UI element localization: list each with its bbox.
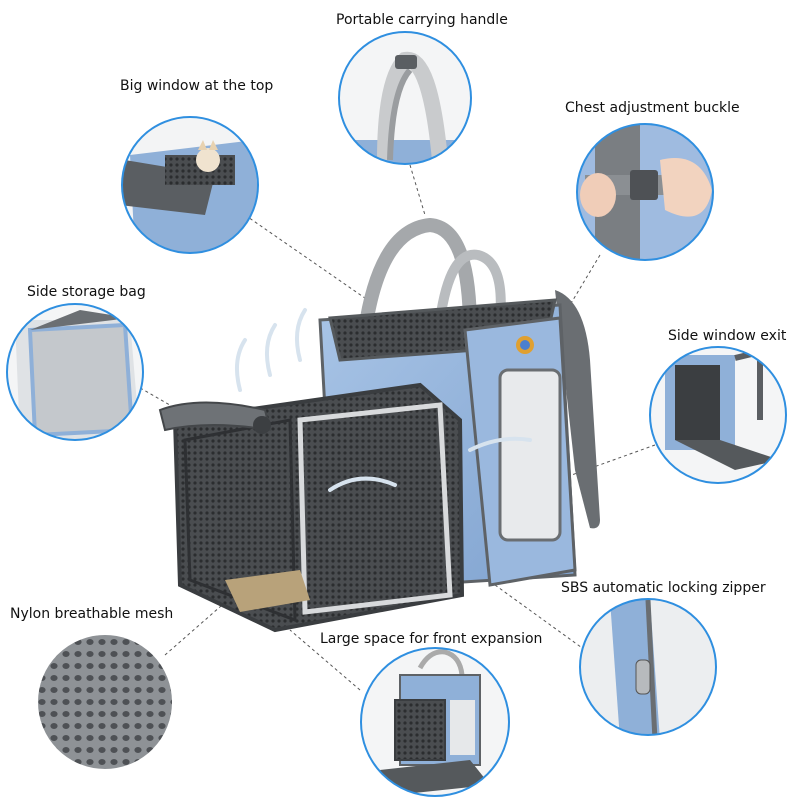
label-side-window: Side window exit xyxy=(668,328,787,344)
callout-circle-front-expansion xyxy=(360,647,510,797)
label-mesh: Nylon breathable mesh xyxy=(10,606,174,622)
label-front-expansion: Large space for front expansion xyxy=(320,631,543,647)
label-side-storage: Side storage bag xyxy=(27,284,146,300)
label-chest-buckle: Chest adjustment buckle xyxy=(565,100,740,116)
callout-circle-side-storage xyxy=(6,303,144,441)
callout-circle-zipper xyxy=(579,598,717,736)
label-portable-handle: Portable carrying handle xyxy=(336,12,508,28)
callout-circle-side-window xyxy=(649,346,787,484)
main-bag xyxy=(158,217,600,633)
label-zipper: SBS automatic locking zipper xyxy=(561,580,766,596)
label-big-window: Big window at the top xyxy=(120,78,274,94)
callout-circle-mesh xyxy=(36,633,174,771)
callout-circle-big-window xyxy=(121,116,259,254)
callout-circle-chest-buckle xyxy=(576,123,714,261)
callout-circle-portable-handle xyxy=(338,31,472,165)
